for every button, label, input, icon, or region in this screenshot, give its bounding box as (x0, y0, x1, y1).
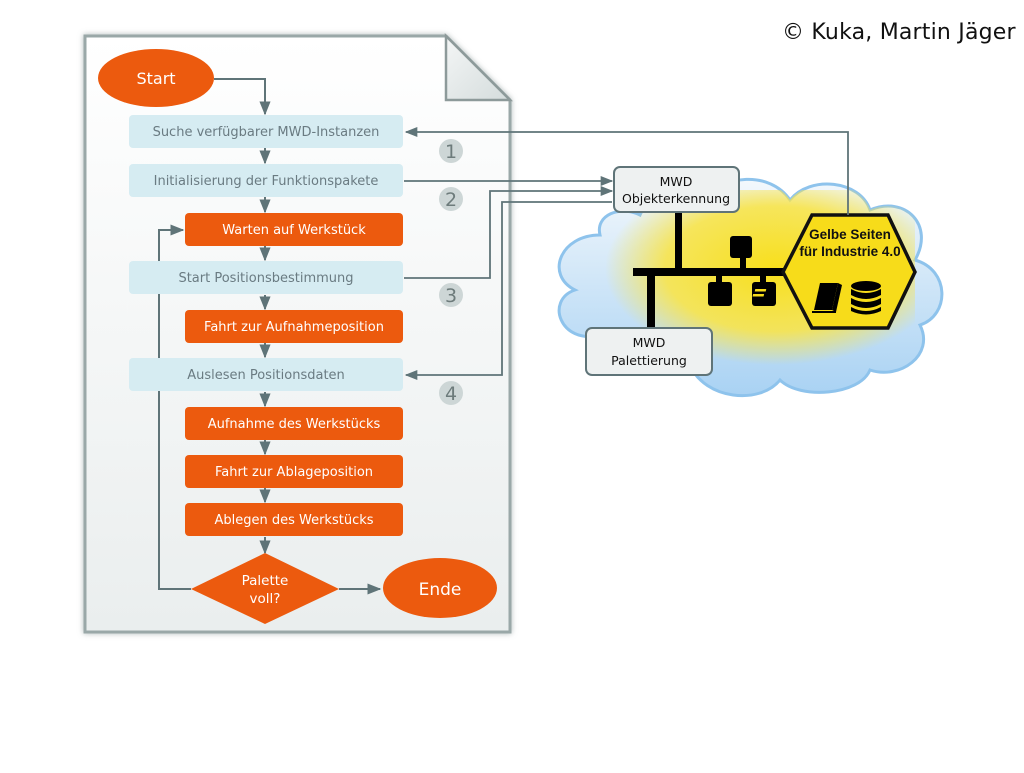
start-label: Start (136, 69, 175, 88)
flow-arrows (158, 78, 382, 595)
decision-line2: voll? (250, 591, 281, 607)
flow-step-label: Fahrt zur Aufnahmeposition (204, 320, 384, 335)
network-node-icon (708, 282, 732, 306)
marker-circle (439, 283, 463, 307)
marker-circle (439, 187, 463, 211)
end-label: Ende (419, 580, 462, 600)
marker-number: 3 (445, 285, 457, 307)
flow-step-box (129, 115, 403, 148)
flow-step-label: Initialisierung der Funktionspakete (154, 174, 379, 189)
step-markers: 1 2 3 4 (439, 139, 463, 405)
flow-step-label: Warten auf Werkstück (222, 223, 366, 238)
flow-step[interactable]: Initialisierung der Funktionspakete (129, 164, 403, 197)
cloud-network: Gelbe Seiten für Industrie 4.0 MWD Objek… (557, 166, 944, 398)
mwd-objekterkennung-box[interactable]: MWD Objekterkennung (613, 166, 740, 213)
copyright-text: © Kuka, Martin Jäger (782, 20, 1016, 45)
flow-step-box (129, 261, 403, 294)
connector-4 (404, 201, 612, 381)
objekterkennung-line2: Objekterkennung (622, 191, 730, 206)
hexagon-title-line2: für Industrie 4.0 (799, 244, 900, 259)
flow-step[interactable]: Start Positionsbestimmung (129, 261, 403, 294)
flow-step-label: Suche verfügbarer MWD-Instanzen (153, 125, 380, 140)
flow-step-box (185, 503, 403, 536)
book-icon (752, 283, 842, 313)
mwd-palettierung-box[interactable]: MWD Palettierung (585, 327, 713, 376)
palettierung-line2: Palettierung (611, 353, 687, 368)
flow-step-label: Fahrt zur Ablageposition (215, 465, 373, 480)
flow-step-box (185, 455, 403, 488)
flow-step[interactable]: Fahrt zur Aufnahmeposition (185, 310, 403, 343)
marker-number: 2 (445, 189, 457, 211)
flow-step[interactable]: Ablegen des Werkstücks (185, 503, 403, 536)
flow-step-label: Ablegen des Werkstücks (214, 513, 373, 528)
start-node[interactable]: Start (98, 49, 214, 107)
end-node[interactable]: Ende (383, 558, 497, 618)
step-marker: 2 (439, 187, 463, 211)
hexagon-title-line1: Gelbe Seiten (809, 227, 891, 242)
database-icon (851, 281, 881, 315)
marker-circle (439, 139, 463, 163)
connector-3 (404, 185, 614, 279)
flow-step[interactable]: Suche verfügbarer MWD-Instanzen (129, 115, 403, 148)
flow-step-box (185, 310, 403, 343)
flow-step-box (129, 164, 403, 197)
flow-step[interactable]: Auslesen Positionsdaten (129, 358, 403, 391)
step-marker: 1 (439, 139, 463, 163)
palettierung-line1: MWD (633, 335, 666, 350)
marker-circle (439, 381, 463, 405)
objekterkennung-line1: MWD (660, 174, 693, 189)
flow-step[interactable]: Aufnahme des Werkstücks (185, 407, 403, 440)
flow-step-label: Start Positionsbestimmung (178, 271, 353, 286)
flow-step-box (185, 213, 403, 246)
connector-1 (404, 126, 849, 215)
flow-step[interactable]: Warten auf Werkstück (185, 213, 403, 246)
yellow-pages-hexagon[interactable]: Gelbe Seiten für Industrie 4.0 (752, 213, 917, 330)
flow-step-label: Auslesen Positionsdaten (187, 368, 345, 383)
marker-number: 4 (445, 383, 457, 405)
flow-step[interactable]: Fahrt zur Ablageposition (185, 455, 403, 488)
step-marker: 4 (439, 381, 463, 405)
page-fold (444, 32, 514, 102)
decision-node[interactable]: Palette voll? (191, 553, 339, 624)
connectors (404, 126, 849, 381)
marker-number: 1 (445, 141, 457, 163)
flow-step-box (129, 358, 403, 391)
decision-line1: Palette (242, 573, 289, 589)
flow-steps: Suche verfügbarer MWD-InstanzenInitialis… (129, 115, 403, 536)
flow-step-box (185, 407, 403, 440)
flow-step-label: Aufnahme des Werkstücks (208, 417, 381, 432)
step-marker: 3 (439, 283, 463, 307)
network-node-icon (730, 236, 752, 258)
